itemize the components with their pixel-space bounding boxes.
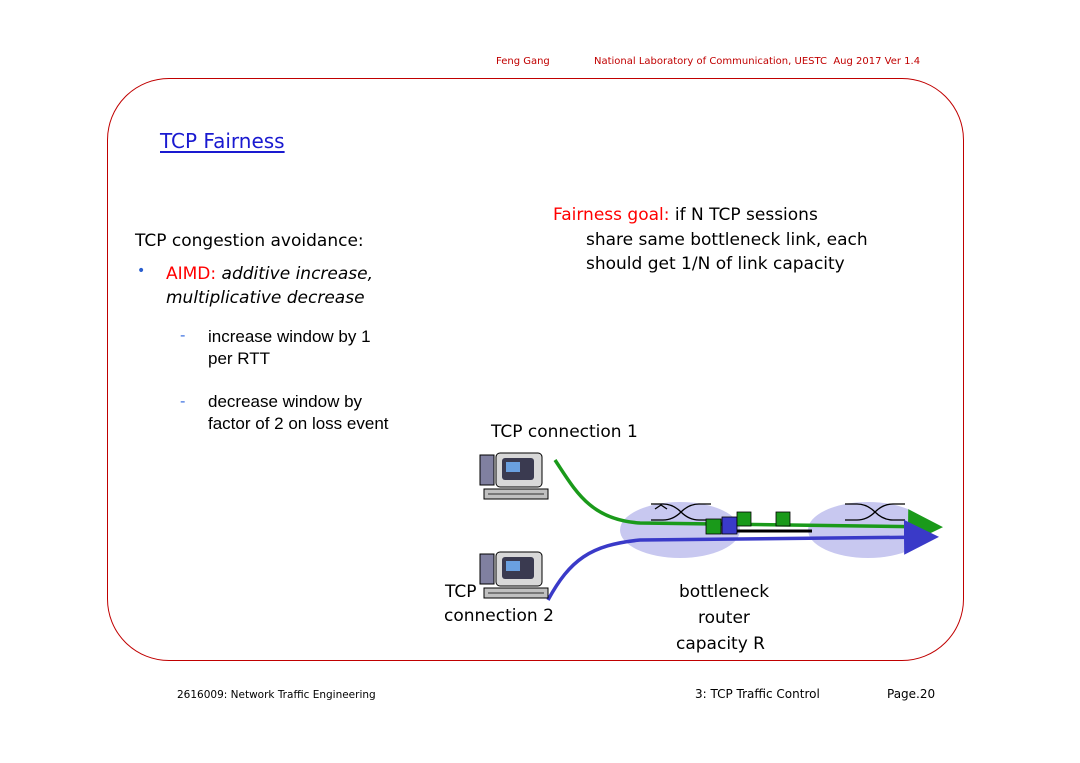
footer-chapter: 3: TCP Traffic Control — [695, 687, 820, 701]
sub2-line2: factor of 2 on loss event — [208, 414, 389, 433]
computer-2-icon — [479, 551, 549, 599]
bottleneck-label-1: bottleneck — [679, 582, 770, 602]
packet-green-2 — [736, 511, 752, 527]
fairness-goal-line3: should get 1/N of link capacity — [586, 254, 845, 274]
aimd-text1: additive increase, — [216, 264, 374, 284]
aimd-line1: AIMD: additive increase, — [166, 262, 373, 286]
router-right — [808, 502, 928, 558]
computer-1-icon — [479, 452, 549, 500]
bottleneck-label-3: capacity R — [676, 634, 765, 654]
slide-frame — [107, 78, 964, 661]
fairness-goal-text1: if N TCP sessions — [669, 205, 818, 225]
aimd-line2: multiplicative decrease — [166, 288, 365, 308]
sub1-line2: per RTT — [208, 349, 271, 368]
bullet-dot: • — [137, 263, 146, 279]
fairness-goal-line2: share same bottleneck link, each — [586, 230, 868, 250]
congestion-heading: TCP congestion avoidance: — [135, 231, 364, 251]
fairness-goal-label: Fairness goal: — [553, 205, 670, 225]
packet-green-1 — [705, 518, 722, 535]
sub-bullet-dash-1: - — [180, 326, 186, 344]
packet-green-3 — [775, 511, 791, 527]
footer-page: Page.20 — [887, 687, 936, 701]
header-author: Feng Gang — [496, 56, 550, 67]
slide-title: TCP Fairness — [160, 129, 285, 153]
sub-bullet-dash-2: - — [180, 392, 186, 410]
connection1-path — [553, 459, 943, 545]
connection2-label: connection 2 — [444, 606, 554, 626]
sub2-line1: decrease window by — [208, 392, 363, 411]
connection2-path — [546, 519, 939, 601]
aimd-label: AIMD: — [166, 264, 217, 284]
router-left — [620, 502, 740, 558]
connection2-tcp-label: TCP — [445, 582, 477, 602]
footer-course: 2616009: Network Traffic Engineering — [177, 689, 376, 701]
bottleneck-label-2: router — [698, 608, 750, 628]
packet-blue-1 — [721, 516, 738, 535]
header-lab: National Laboratory of Communication, UE… — [594, 56, 921, 67]
fairness-goal-line1: Fairness goal: if N TCP sessions — [553, 203, 818, 227]
connection1-label: TCP connection 1 — [491, 422, 638, 442]
sub1-line1: increase window by 1 — [208, 327, 371, 346]
